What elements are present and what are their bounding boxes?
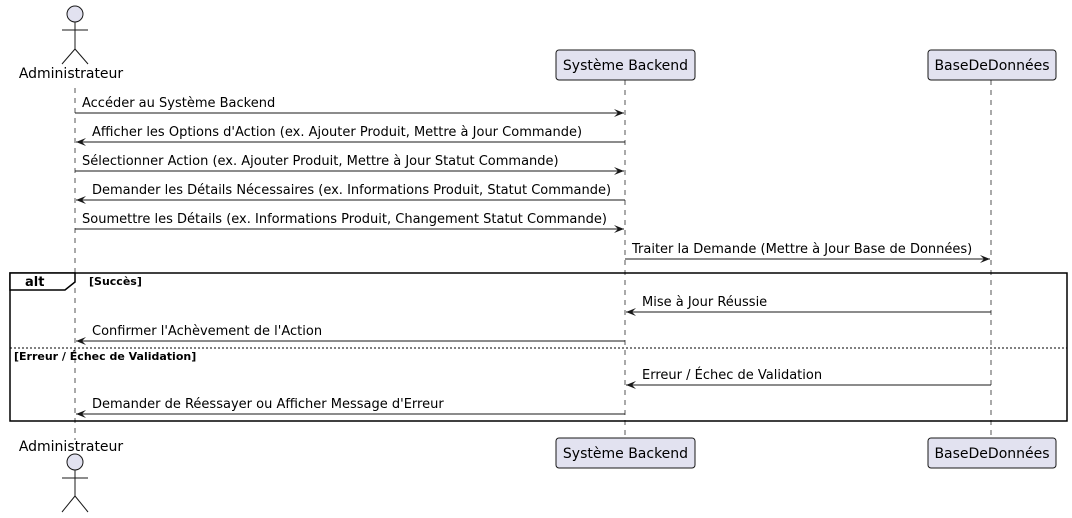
message-label: Traiter la Demande (Mettre à Jour Base d… xyxy=(631,242,972,257)
participant-label-backend-bottom: Système Backend xyxy=(563,446,688,462)
alt-operator-label: alt xyxy=(25,275,44,290)
message-label: Demander de Réessayer ou Afficher Messag… xyxy=(92,397,444,412)
guard-success: [Succès] xyxy=(89,275,142,288)
alt-operator-tab xyxy=(9,272,76,291)
message-6: Traiter la Demande (Mettre à Jour Base d… xyxy=(625,242,990,263)
actor-admin-bottom: Administrateur xyxy=(19,439,124,513)
participant-label-db-top: BaseDeDonnées xyxy=(934,58,1049,74)
arrowhead-icon xyxy=(626,308,636,316)
participant-backend-bottom: Système Backend xyxy=(555,437,696,469)
message-1: Accéder au Système Backend xyxy=(75,96,624,117)
lifelines xyxy=(74,80,992,440)
message-5: Soumettre les Détails (ex. Informations … xyxy=(75,212,624,233)
message-10: Demander de Réessayer ou Afficher Messag… xyxy=(76,397,625,418)
participant-label-admin-bottom: Administrateur xyxy=(19,439,124,455)
participant-backend-top: Système Backend xyxy=(555,49,696,81)
alt-fragment: alt [Succès] [Erreur / Échec de Validati… xyxy=(9,272,1068,422)
message-3: Sélectionner Action (ex. Ajouter Produit… xyxy=(75,154,624,175)
message-label: Erreur / Échec de Validation xyxy=(642,367,822,383)
arrowhead-icon xyxy=(76,410,86,418)
arrowhead-icon xyxy=(614,109,624,117)
arrowhead-icon xyxy=(614,167,624,175)
message-label: Soumettre les Détails (ex. Informations … xyxy=(82,212,607,227)
message-9: Erreur / Échec de Validation xyxy=(626,367,991,389)
guard-error: [Erreur / Échec de Validation] xyxy=(14,350,196,363)
actor-stick-figure-icon xyxy=(61,5,89,65)
participant-db-bottom: BaseDeDonnées xyxy=(927,437,1057,469)
arrowhead-icon xyxy=(614,225,624,233)
actor-stick-figure-icon xyxy=(61,453,89,513)
actor-admin-top: Administrateur xyxy=(19,5,124,82)
message-label: Demander les Détails Nécessaires (ex. In… xyxy=(92,183,611,198)
participant-db-top: BaseDeDonnées xyxy=(927,49,1057,81)
message-label: Confirmer l'Achèvement de l'Action xyxy=(92,324,322,339)
participant-label-backend-top: Système Backend xyxy=(563,58,688,74)
arrowhead-icon xyxy=(76,337,86,345)
participant-label-admin-top: Administrateur xyxy=(19,66,124,82)
arrowhead-icon xyxy=(76,138,86,146)
message-8: Confirmer l'Achèvement de l'Action xyxy=(76,324,625,345)
message-7: Mise à Jour Réussie xyxy=(626,295,991,316)
arrowhead-icon xyxy=(980,255,990,263)
message-2: Afficher les Options d'Action (ex. Ajout… xyxy=(76,125,625,146)
message-label: Mise à Jour Réussie xyxy=(642,295,767,310)
message-label: Sélectionner Action (ex. Ajouter Produit… xyxy=(82,154,559,169)
message-label: Accéder au Système Backend xyxy=(82,96,275,111)
message-4: Demander les Détails Nécessaires (ex. In… xyxy=(76,183,625,204)
message-label: Afficher les Options d'Action (ex. Ajout… xyxy=(92,125,582,140)
participant-label-db-bottom: BaseDeDonnées xyxy=(934,446,1049,462)
arrowhead-icon xyxy=(76,196,86,204)
arrowhead-icon xyxy=(626,381,636,389)
